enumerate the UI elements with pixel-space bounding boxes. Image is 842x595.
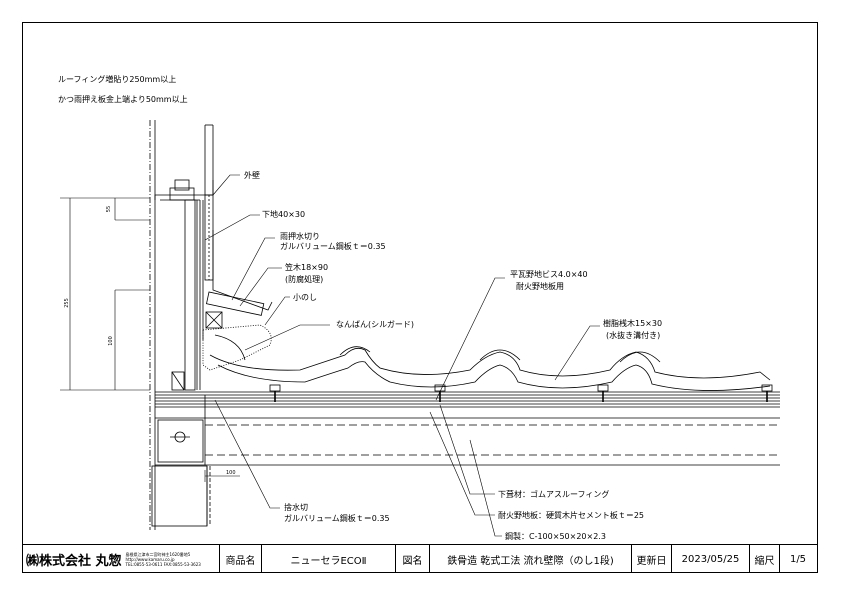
label-screw-1: 平瓦野地ビス4.0×40	[510, 270, 588, 279]
company-info: 島根県江津市二宮町神主1620番地5 http://www.kamaru.co.…	[126, 552, 201, 567]
battens	[269, 384, 773, 402]
drawing-label: 図名	[396, 545, 430, 573]
roof-tiles	[209, 346, 771, 391]
label-kasagi-2: (防腐処理)	[285, 275, 324, 284]
company-tel: TEL:0855-53-0611 FAX:0855-53-3623	[125, 561, 201, 567]
company-cell: ㈱株式会社 丸惣 島根県江津市二宮町神主1620番地5 http://www.k…	[22, 545, 220, 573]
product-name: ニューセラECOⅡ	[262, 545, 396, 573]
leader-lines	[204, 174, 600, 537]
label-steel: 鋼製：C-100×50×20×2.3	[505, 532, 606, 541]
label-fireproof-deck: 耐火野地板：硬質木片セメント板ｔ＝25	[498, 511, 645, 520]
label-exterior-wall: 外壁	[244, 171, 260, 180]
company-address: 島根県江津市二宮町神主1620番地5	[125, 551, 191, 557]
drawing-name: 鉄骨造 乾式工法 流れ壁際（のし1段)	[430, 545, 632, 573]
nanban-mortar	[202, 324, 272, 371]
label-screw-2: 耐火野地板用	[516, 282, 564, 291]
label-base: 下地40×30	[262, 210, 306, 219]
dimension-lines	[60, 197, 240, 482]
scale-value: 1/5	[789, 553, 807, 565]
flashing	[205, 230, 273, 329]
label-flashing-2: ガルバリューム鋼板ｔ＝0.35	[280, 242, 386, 251]
update-label: 更新日	[632, 545, 672, 573]
steel-bracket	[154, 179, 214, 201]
title-block: ㈱株式会社 丸惣 島根県江津市二宮町神主1620番地5 http://www.k…	[22, 544, 818, 573]
dim-4: 100	[226, 470, 236, 476]
dim-1: 55	[106, 205, 113, 213]
label-konoshi: 小のし	[293, 293, 317, 302]
roof-layers	[155, 391, 780, 466]
label-drip-flashing-2: ガルバリューム鋼板ｔ＝0.35	[284, 514, 390, 523]
note-roofing-overlap: ルーフィング増貼り250mm以上	[58, 75, 177, 84]
label-flashing-1: 雨押水切り	[280, 232, 320, 241]
dim-2: 255	[63, 298, 70, 308]
dim-3: 100	[107, 336, 114, 346]
label-kasagi-1: 笠木18×90	[285, 263, 329, 272]
company-name: ㈱株式会社 丸惣	[26, 553, 122, 569]
steel-c-channel	[151, 419, 211, 527]
wall-lines	[149, 120, 214, 530]
label-underlayment: 下葺材：ゴムアスルーフィング	[498, 490, 610, 499]
label-batten-2: (水抜き溝付き)	[606, 331, 661, 340]
scale-label: 縮尺	[750, 545, 780, 573]
update-date: 2023/05/25	[672, 545, 750, 573]
company-url: http://www.kamaru.co.jp	[125, 556, 175, 562]
label-batten-1: 樹脂桟木15×30	[603, 319, 663, 328]
label-drip-flashing-1: 捨水切	[284, 503, 308, 512]
label-nanban: なんばん(シルガード)	[336, 320, 415, 329]
product-label: 商品名	[220, 545, 262, 573]
drawing-frame	[22, 22, 818, 573]
note-flashing-top: かつ雨押え板金上端より50mm以上	[58, 95, 188, 104]
wall-board	[171, 194, 214, 391]
